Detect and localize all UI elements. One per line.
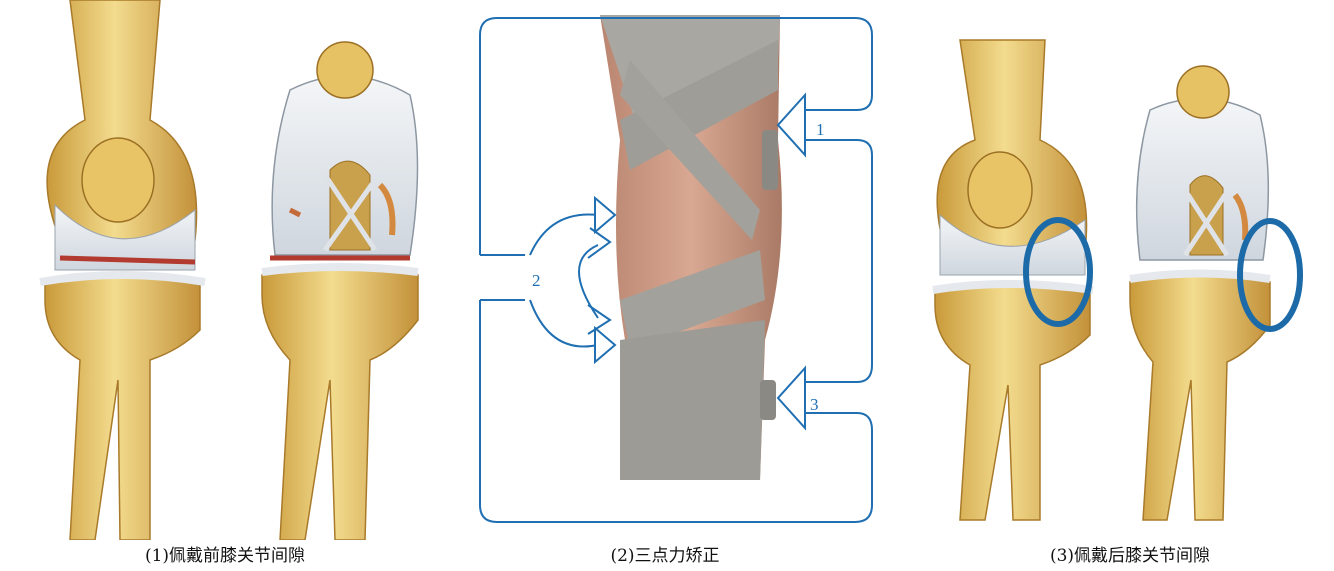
caption-after: (3)佩戴后膝关节间隙 [1000,543,1260,569]
brace-correction-diagram: 1 2 3 [460,0,900,540]
knee-before-illustration [0,0,450,540]
knee-open-view [262,42,418,540]
panel-correction: 1 2 3 [460,0,900,540]
knee-front-view [40,0,205,540]
caption-correction: (2)三点力矫正 [555,543,775,569]
force-marker-3: 3 [810,395,819,414]
panel-after [905,0,1334,540]
knee-front-view-after [933,40,1093,520]
panel-before [0,0,450,540]
knee-brace-photo [600,15,782,480]
caption-before: (1)佩戴前膝关节间隙 [95,543,355,569]
knee-open-view-after [1130,66,1270,520]
force-marker-1: 1 [816,120,825,139]
force-marker-2: 2 [532,271,541,290]
knee-after-illustration [905,0,1334,540]
